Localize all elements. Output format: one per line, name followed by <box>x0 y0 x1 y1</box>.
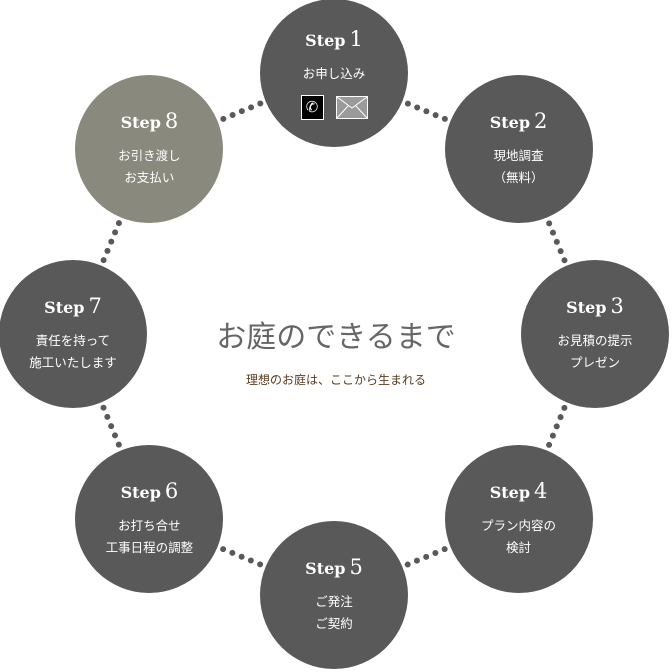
step-description: お見積の提示 <box>557 333 633 348</box>
dotted-connector <box>146 515 337 598</box>
dotted-connector <box>515 331 598 522</box>
diagram-title: お庭のできるまで <box>216 320 456 355</box>
step-description: プレゼン <box>569 355 620 370</box>
step-number: 5 <box>349 555 363 579</box>
step-word: Step <box>44 298 85 317</box>
step-description: 検討 <box>506 539 532 555</box>
step-word: Step <box>120 482 161 502</box>
step-description: プラン内容の <box>481 517 557 533</box>
step-description: ご契約 <box>315 616 353 631</box>
dotted-connector <box>146 70 337 153</box>
step-number: 6 <box>164 478 179 503</box>
step-word: Step <box>489 482 531 502</box>
dotted-connector <box>70 146 153 337</box>
step-description: 施工いたします <box>29 355 117 370</box>
phone-icon[interactable]: ✆ <box>300 94 324 120</box>
step-description: 工事日程の調整 <box>105 539 194 555</box>
step-word: Step <box>489 113 531 133</box>
step-number: 3 <box>610 294 624 318</box>
step-word: Step <box>305 559 346 578</box>
step-description: （無料） <box>493 170 544 186</box>
step-description: お申し込み <box>302 65 366 81</box>
step-word: Step <box>566 298 607 317</box>
dotted-connector <box>331 70 522 153</box>
step-number: 7 <box>88 294 102 318</box>
mail-icon[interactable] <box>335 95 368 119</box>
step-word: Step <box>120 113 161 133</box>
dotted-connector <box>331 515 522 598</box>
diagram-subtitle: 理想のお庭は、ここから生まれる <box>245 373 426 387</box>
step-word: Step <box>305 30 346 50</box>
step-number: 4 <box>534 478 548 503</box>
step-description: お引き渡し <box>118 148 181 164</box>
step-number: 1 <box>349 26 363 51</box>
step-number: 2 <box>534 109 548 134</box>
step-description: 現地調査 <box>493 148 544 164</box>
step-description: お支払い <box>124 170 175 186</box>
step-description: 責任を持って <box>35 333 111 348</box>
step-description: お打ち合せ <box>118 517 181 533</box>
step-description: ご発注 <box>315 594 353 609</box>
dotted-connector <box>515 146 598 337</box>
dotted-connector <box>70 331 153 522</box>
step-number: 8 <box>164 109 179 134</box>
